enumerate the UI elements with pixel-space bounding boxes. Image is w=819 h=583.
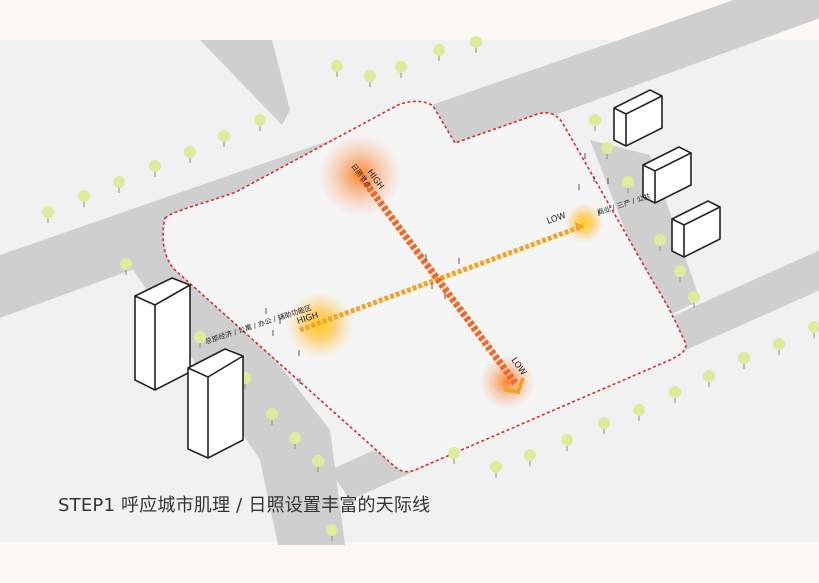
tree-icon: [622, 176, 634, 188]
axis-yellow-arrowhead: [575, 222, 583, 231]
tree-icon: [184, 146, 196, 158]
tree-icon: [395, 61, 407, 73]
tree-icon: [113, 176, 125, 188]
tree-icon: [120, 258, 132, 270]
glow-low-yellow: [564, 203, 604, 243]
step-caption: STEP1 呼应城市肌理 / 日照设置丰富的天际线: [58, 495, 431, 516]
axis-yellow: [299, 222, 584, 333]
tree-icon: [364, 70, 376, 82]
tree-icon: [598, 417, 610, 429]
tree-icon: [331, 60, 343, 72]
tower-building-tall: [134, 277, 191, 391]
glow-high-orange: [318, 133, 402, 217]
street-trees: [42, 36, 819, 541]
site-boundary: [162, 100, 687, 473]
tree-icon: [688, 291, 700, 303]
axis-orange-line: [359, 175, 519, 387]
tree-icon: [633, 404, 645, 416]
tree-icon: [674, 265, 686, 277]
tree-icon: [433, 44, 445, 56]
axis-orange: [359, 175, 525, 395]
people-marks: [265, 153, 609, 384]
axis-yellow-line: [299, 223, 584, 333]
tree-icon: [589, 114, 601, 126]
glow-low-orange: [479, 354, 535, 410]
tree-icon: [149, 160, 161, 172]
house-building-2: [642, 146, 692, 204]
tree-icon: [669, 386, 681, 398]
tree-icon: [448, 447, 460, 459]
tree-icon: [42, 206, 54, 218]
tree-icon: [490, 461, 502, 473]
road-east: [590, 140, 700, 320]
tree-icon: [326, 524, 338, 536]
tree-icon: [266, 408, 278, 420]
tree-icon: [254, 114, 266, 126]
road-north-spur: [200, 40, 290, 125]
tree-icon: [738, 352, 750, 364]
tree-icon: [289, 432, 301, 444]
house-building-1: [613, 89, 663, 147]
tree-icon: [601, 142, 613, 154]
tree-icon: [524, 449, 536, 461]
tree-icon: [78, 190, 90, 202]
tree-icon: [561, 434, 573, 446]
tree-icon: [808, 321, 819, 333]
axis-orange-arrowhead: [503, 377, 525, 395]
tree-icon: [194, 331, 206, 343]
tree-icon: [312, 455, 324, 467]
tree-icon: [654, 234, 666, 246]
house-building-3: [671, 200, 721, 258]
tree-icon: [470, 36, 482, 48]
tree-icon: [703, 370, 715, 382]
tree-icon: [218, 130, 230, 142]
tree-icon: [773, 338, 785, 350]
buildings: [134, 89, 721, 459]
tower-building-front: [187, 348, 244, 459]
